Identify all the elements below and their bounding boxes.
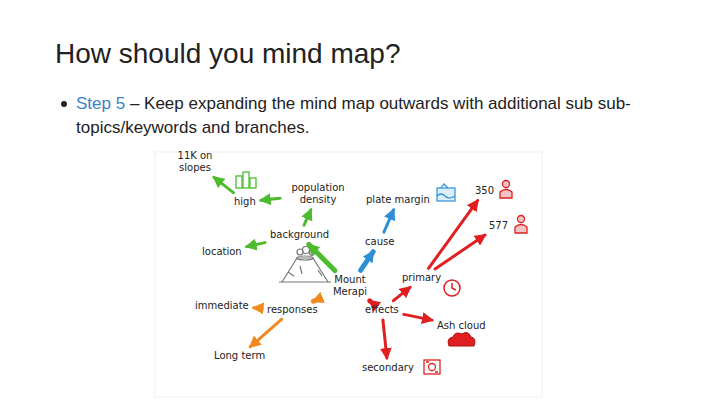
branch-keyword: responses: [264, 302, 321, 318]
icon-mark: [429, 364, 436, 371]
keyword-text: population density: [291, 182, 344, 205]
keyword-text: 577: [489, 220, 508, 231]
volcano-cone: [282, 258, 328, 282]
branch-keyword: 577: [486, 218, 511, 234]
branch-keyword: cause: [362, 234, 397, 250]
central-topic: Mount Merapi: [322, 272, 378, 300]
plate-peak: [441, 184, 448, 188]
branch-arrow: [261, 198, 280, 200]
keyword-text: high: [234, 196, 256, 207]
building: [250, 178, 256, 188]
keyword-text: Long term: [214, 350, 265, 361]
branch-arrow: [254, 306, 262, 310]
branch-arrow: [304, 210, 311, 225]
volcano-ground: [279, 281, 331, 282]
branch-keyword: primary: [399, 270, 444, 286]
branch-arrow: [383, 320, 387, 358]
branch-keyword: location: [199, 244, 245, 260]
image-panel: [155, 152, 542, 397]
branch-arrow: [384, 210, 394, 232]
cloud-shape: [448, 333, 475, 346]
keyword-text: Ash cloud: [437, 320, 486, 331]
icon-box: [424, 360, 440, 374]
branch-keyword: Long term: [211, 348, 268, 364]
building: [243, 172, 249, 188]
branch-keyword: plate margin: [363, 192, 433, 208]
clock-icon: [444, 280, 460, 296]
step-label: Step 5: [76, 94, 125, 113]
keyword-text: 350: [475, 185, 494, 196]
icon-mark: [426, 362, 438, 372]
clock-face: [444, 280, 460, 296]
branch-keyword: background: [267, 227, 332, 243]
plate-box: [437, 188, 455, 201]
branch-arrow: [435, 235, 485, 269]
branch-arrow: [250, 319, 281, 346]
plate-wave: [437, 194, 455, 198]
branch-arrow: [393, 287, 410, 300]
person-body: [500, 190, 512, 199]
keyword-text: responses: [267, 304, 318, 315]
keyword-text: primary: [402, 272, 441, 283]
branch-keyword: immediate: [192, 298, 252, 314]
volcano-smoke: [303, 247, 310, 254]
branch-arrow: [313, 298, 320, 301]
keyword-text: secondary: [362, 362, 414, 373]
keyword-text: immediate: [195, 300, 249, 311]
keyword-text: 11K on slopes: [178, 150, 213, 173]
person-icon: [515, 216, 527, 234]
branch-arrow: [367, 298, 373, 303]
branch-arrow: [214, 177, 233, 192]
bullet-text: Step 5 – Keep expanding the mind map out…: [76, 92, 686, 140]
building: [236, 176, 242, 188]
step-text: – Keep expanding the mind map outwards w…: [76, 94, 631, 137]
plate-icon: [437, 184, 455, 201]
person-head: [503, 181, 510, 188]
bullet-dot: [61, 101, 67, 107]
branch-keyword: population density: [282, 180, 354, 208]
person-head: [518, 216, 525, 223]
branch-keyword: secondary: [359, 360, 417, 376]
secondary-icon: [424, 360, 440, 374]
branch-keyword: high: [231, 194, 259, 210]
slide-title: How should you mind map?: [55, 38, 401, 70]
keyword-text: effects: [365, 304, 399, 315]
buildings-icon: [236, 172, 256, 188]
branch-keyword: Ash cloud: [434, 318, 489, 334]
branch-arrow: [404, 314, 432, 320]
person-body: [515, 225, 527, 234]
keyword-text: location: [202, 246, 242, 257]
clock-hands: [452, 283, 456, 290]
keyword-text: plate margin: [366, 194, 430, 205]
branch-arrow: [247, 243, 265, 247]
volcano-lines: [288, 266, 322, 276]
branch-arrow: [309, 244, 335, 270]
volcano-sketch: [279, 247, 331, 283]
branch-keyword: effects: [362, 302, 402, 318]
branch-keyword: 350: [472, 183, 497, 199]
person-icon: [500, 181, 512, 199]
branch-keyword: 11K on slopes: [167, 148, 223, 176]
keyword-text: background: [270, 229, 329, 240]
branch-arrow: [361, 252, 374, 271]
keyword-text: cause: [365, 236, 394, 247]
keyword-text: Mount Merapi: [333, 274, 367, 297]
ash-cloud-icon: [448, 333, 475, 346]
volcano-crater: [297, 256, 313, 260]
